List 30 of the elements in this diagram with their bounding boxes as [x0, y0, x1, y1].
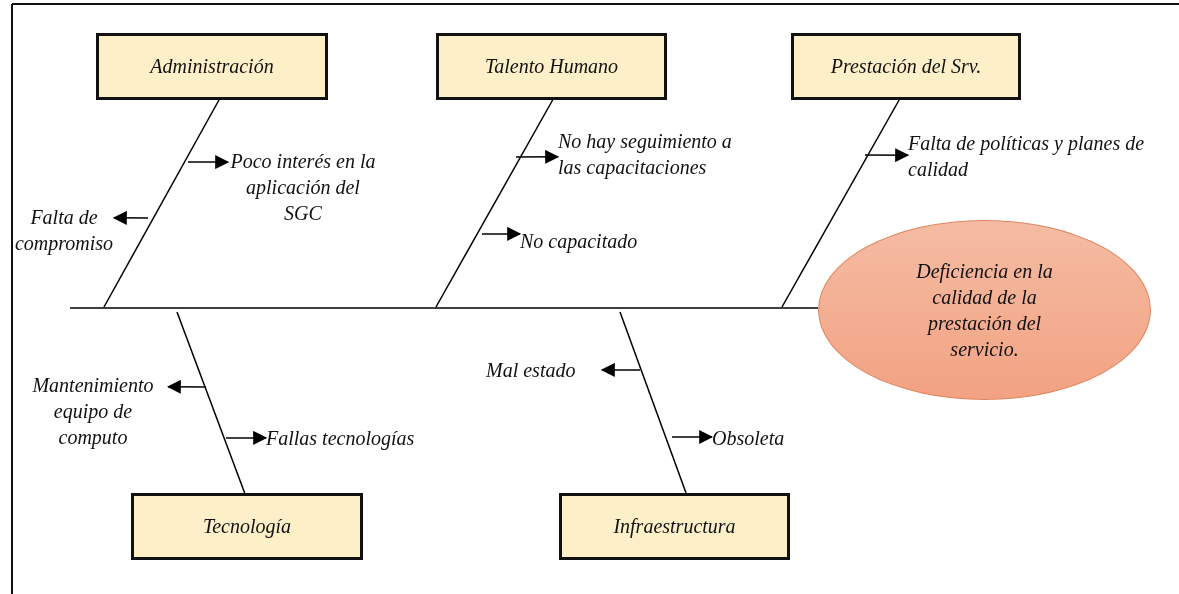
cause-text: Obsoleta: [712, 425, 812, 453]
cause-text: No hay seguimiento a las capacitaciones: [558, 128, 754, 188]
arrow: [671, 430, 714, 445]
bone-line: [781, 99, 900, 308]
category-box: Administración: [96, 33, 328, 100]
cause-text: Falta de políticas y planes de calidad: [908, 130, 1146, 190]
arrow: [225, 430, 268, 445]
cause-text: Poco interés en la aplicación del SGC: [228, 148, 378, 236]
cause-text: Mal estado: [486, 357, 602, 385]
arrow: [112, 210, 149, 225]
category-box: Prestación del Srv.: [791, 33, 1021, 100]
cause-text: No capacitado: [520, 228, 680, 256]
arrow: [600, 362, 641, 377]
cause-text: Fallas tecnologías: [266, 425, 456, 453]
effect-text: Deficiencia en la calidad de la prestación del servicio.: [915, 259, 1054, 362]
cause-text: Mantenimiento equipo de computo: [18, 372, 168, 464]
category-box: Infraestructura: [559, 493, 790, 560]
bone-line: [176, 311, 246, 494]
spine-line: [69, 307, 819, 309]
bone-line: [619, 311, 687, 494]
arrow: [481, 226, 522, 241]
arrow: [515, 149, 560, 164]
cause-text: Falta de compromiso: [14, 204, 114, 264]
arrow: [864, 148, 910, 163]
bone-line: [435, 99, 554, 308]
category-box: Talento Humano: [436, 33, 667, 100]
arrow: [166, 379, 207, 394]
bone-line: [103, 99, 220, 308]
arrow: [187, 155, 230, 170]
category-box: Tecnología: [131, 493, 363, 560]
